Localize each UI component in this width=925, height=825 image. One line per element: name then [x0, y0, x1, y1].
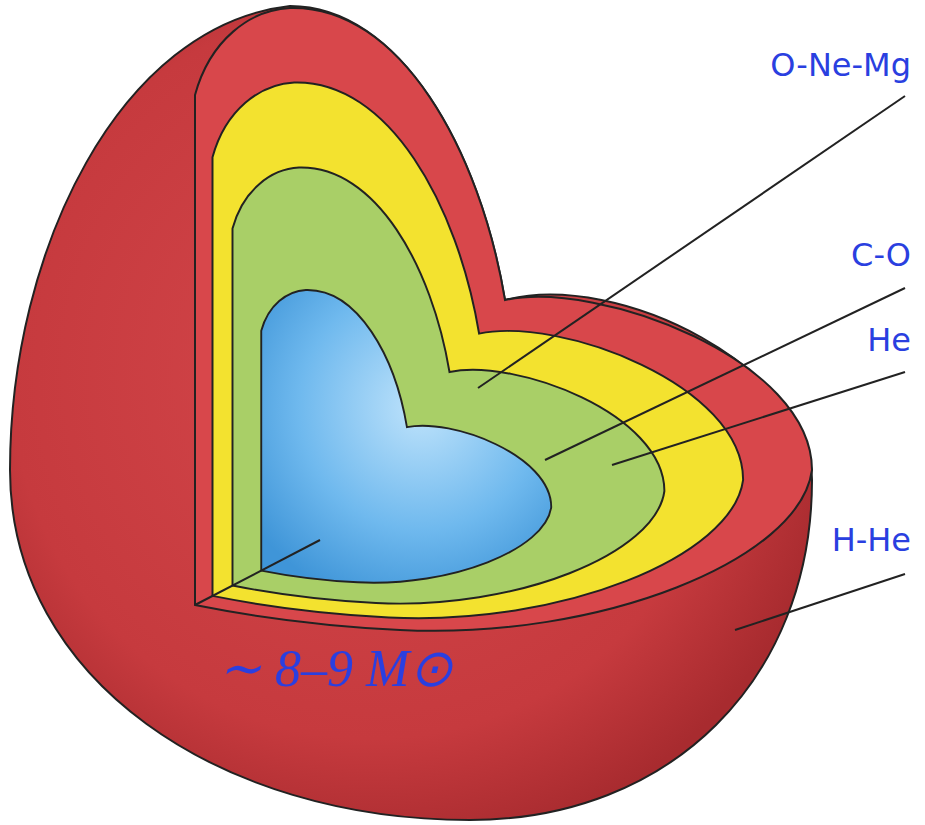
layer-label: He — [867, 321, 911, 359]
cut-edge — [195, 540, 320, 605]
outer-sphere — [10, 6, 812, 820]
layer-label: O-Ne-Mg — [770, 46, 911, 84]
leader-line — [735, 574, 905, 630]
leader-line — [612, 372, 905, 465]
he-face — [212, 82, 743, 618]
layer-label: C-O — [851, 236, 911, 274]
layer-label: H-He — [832, 521, 911, 559]
mass-label: ∼ 8–9 M⊙ — [218, 638, 453, 700]
leader-line — [545, 288, 905, 460]
c-o-face — [233, 168, 665, 604]
h-he-face — [195, 8, 812, 631]
leader-line — [478, 96, 905, 388]
o-ne-mg-core — [261, 290, 551, 583]
